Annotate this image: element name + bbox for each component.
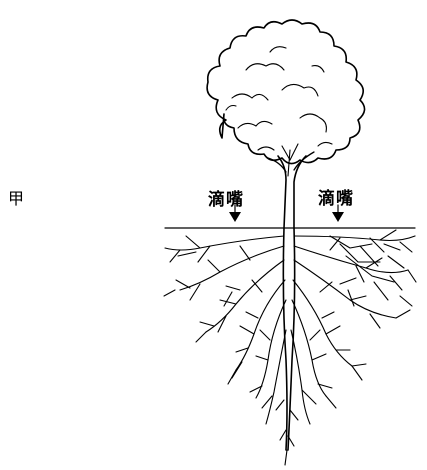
tree-trunk (268, 144, 314, 228)
tree-crown (207, 20, 364, 164)
root-system (164, 228, 416, 465)
panel-label: 甲 (8, 185, 24, 209)
drip-label-left: 滴嘴 (208, 185, 244, 210)
drip-label-right: 滴嘴 (318, 184, 354, 209)
